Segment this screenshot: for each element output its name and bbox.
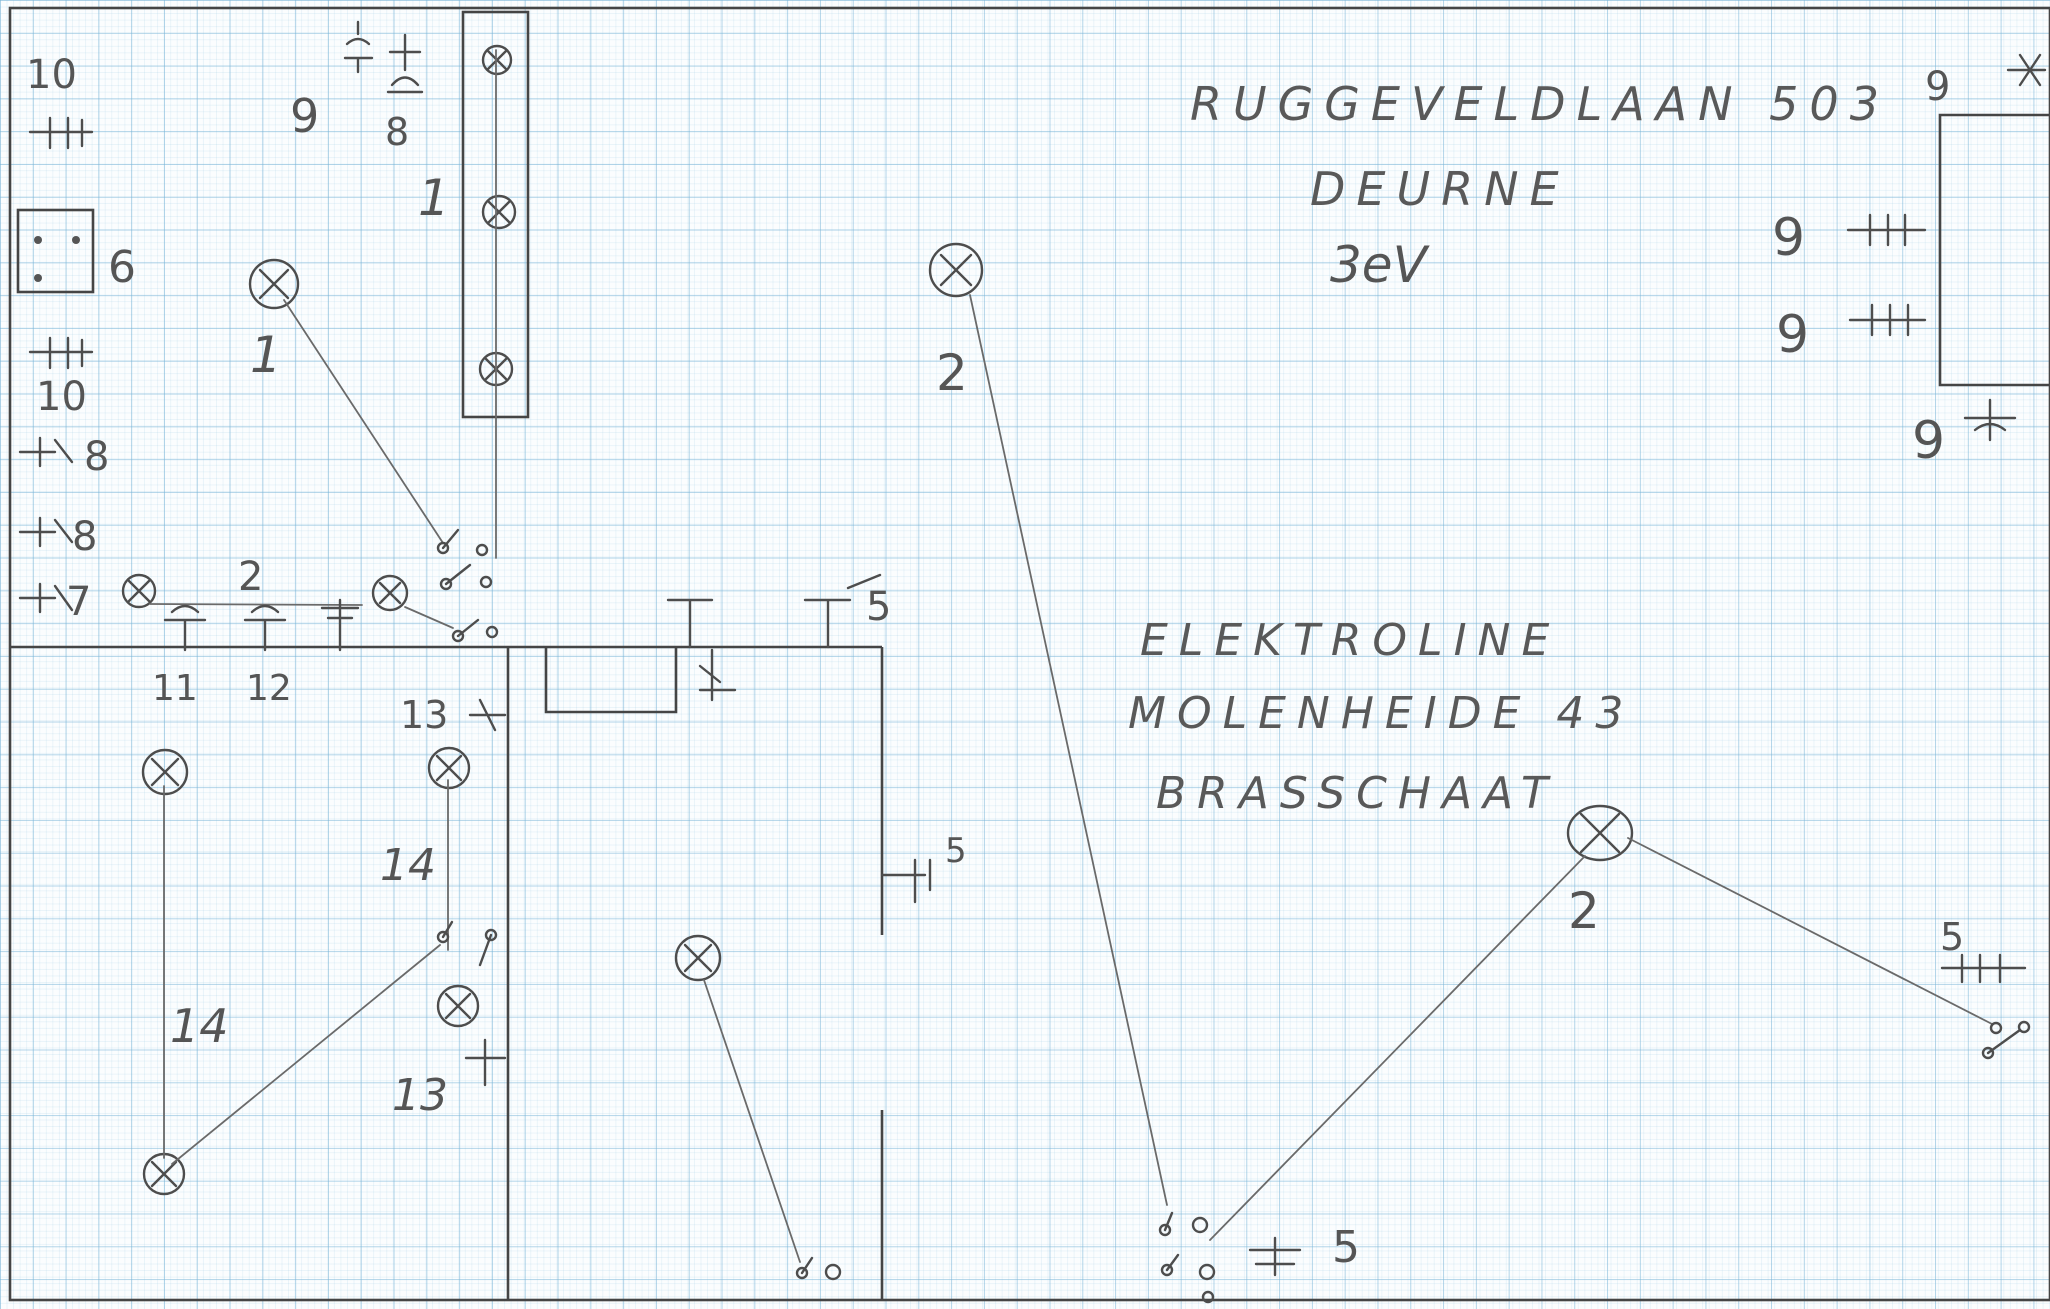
socket-icon: [1940, 953, 2027, 984]
label-9: 9: [290, 89, 319, 143]
label-5c: 5: [1332, 1222, 1360, 1273]
label-9e: 9: [1912, 411, 1945, 471]
label-6: 6: [108, 242, 136, 293]
company-line-3: BRASSCHAAT: [1156, 768, 1559, 819]
socket-icon: [1846, 213, 1927, 247]
label-13: 13: [400, 693, 448, 737]
socket-icon: [163, 604, 207, 652]
label-13b: 13: [392, 1070, 448, 1121]
label-5: 5: [866, 584, 891, 630]
label-8c: 8: [72, 514, 97, 560]
light-fixture-icon: [121, 573, 157, 609]
socket-icon: [464, 1038, 507, 1087]
light-fixture-icon: [481, 44, 513, 76]
socket-icon: [18, 516, 74, 548]
label-7: 7: [66, 579, 91, 625]
label-2: 2: [238, 554, 263, 600]
socket-icon: [1248, 1236, 1302, 1277]
label-14: 14: [380, 840, 436, 891]
label-14b: 14: [170, 999, 229, 1053]
label-2c: 2: [1568, 882, 1600, 940]
socket-box-6: [16, 208, 95, 294]
socket-icon: [1963, 398, 2017, 442]
socket-icon: [468, 698, 507, 732]
label-5d: 5: [1940, 915, 1964, 959]
socket-icon: [343, 20, 374, 74]
light-fixture-icon: [481, 194, 517, 230]
light-fixture-icon: [674, 934, 722, 982]
label-1b: 1: [250, 326, 282, 384]
company-line-1: ELEKTROLINE: [1140, 615, 1560, 666]
switch-icon: [1158, 1211, 1209, 1237]
socket-icon: [320, 598, 360, 652]
light-fixture-icon: [371, 574, 409, 612]
switches: [436, 528, 2031, 1304]
socket-icon: [28, 336, 94, 370]
switch-icon: [439, 563, 493, 591]
label-2b: 2: [936, 344, 968, 402]
socket-icon: [666, 598, 714, 649]
label-10b: 10: [36, 374, 87, 420]
company-line-2: MOLENHEIDE 43: [1128, 688, 1634, 739]
socket-icon: [386, 33, 424, 94]
socket-icon: [18, 582, 74, 614]
switch-icon: [795, 1256, 842, 1281]
socket-icon: [28, 116, 94, 150]
switch-icon: [436, 528, 489, 557]
socket-icon: [698, 648, 737, 702]
company-block: ELEKTROLINE MOLENHEIDE 43 BRASSCHAAT: [1128, 615, 1634, 819]
label-1: 1: [418, 169, 450, 227]
circuit-numbers: 10 9 8 1 6 10 8 8 7 1 2 11 12 13 14 14 1…: [26, 52, 1964, 1273]
address-line-2: DEURNE: [1310, 162, 1570, 216]
right-room-box: [1938, 113, 2050, 387]
outer-frame: [8, 6, 2050, 1302]
socket-icon: [243, 604, 287, 652]
switch-icon: [1981, 1020, 2031, 1060]
switch-icon: [436, 920, 498, 967]
socket-icon: [18, 436, 74, 468]
socket-icon: [880, 858, 932, 904]
switch-icon: [451, 618, 499, 643]
address-line-1: RUGGEVELDLAAN 503: [1190, 77, 1890, 131]
socket-icon: [803, 573, 882, 649]
light-fixture-icon: [427, 746, 471, 790]
niche: [544, 647, 678, 714]
light-fixture-icon: [928, 242, 984, 298]
switch-icon: [1160, 1253, 1216, 1304]
socket-dots: [34, 236, 80, 282]
wiring: [149, 49, 1993, 1263]
light-fixture-icon: [141, 748, 189, 796]
light-fixture-icon: [436, 984, 480, 1028]
label-8b: 8: [84, 434, 109, 480]
sockets: [18, 20, 2047, 1277]
socket-icon: [2006, 53, 2047, 87]
label-12: 12: [246, 668, 292, 709]
address-line-3: 3eV: [1330, 236, 1431, 294]
light-fixture-icon: [1566, 804, 1634, 862]
light-fixture-icon: [248, 258, 300, 310]
label-9d: 9: [1776, 305, 1809, 365]
label-10: 10: [26, 52, 77, 98]
label-5b: 5: [945, 831, 967, 871]
label-9b: 9: [1925, 64, 1950, 110]
socket-icon: [1848, 303, 1927, 337]
walls: [8, 6, 2050, 1302]
label-9c: 9: [1772, 208, 1805, 268]
label-8: 8: [385, 110, 409, 154]
address-block: RUGGEVELDLAAN 503 DEURNE 3eV: [1190, 77, 1890, 294]
label-11: 11: [152, 668, 198, 709]
